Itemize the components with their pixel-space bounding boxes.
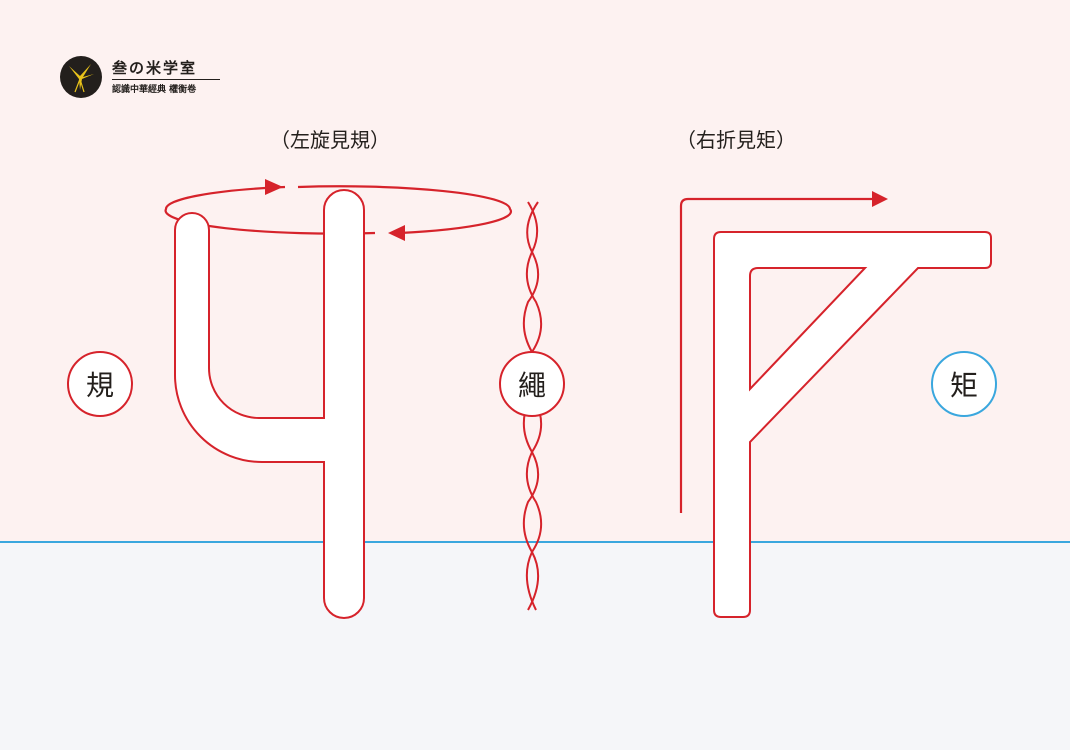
caption-right: （右折見矩） <box>676 128 796 152</box>
logo: 叁の米学室 認識中華經典 權衡卷 <box>60 56 230 100</box>
logo-divider <box>112 79 220 80</box>
label-gui: 規 <box>67 351 133 417</box>
caption-left: （左旋見規） <box>270 128 390 152</box>
right-angle-arrow-icon <box>679 191 888 513</box>
horizon-line <box>0 541 1070 543</box>
compass-tool-icon <box>174 189 365 619</box>
label-ju: 矩 <box>931 351 997 417</box>
carpenter-square-icon <box>713 231 992 618</box>
rotation-arrow-icon <box>164 179 513 241</box>
label-sheng: 繩 <box>499 351 565 417</box>
logo-subtitle: 認識中華經典 權衡卷 <box>112 85 197 95</box>
golden-bird-icon <box>60 56 102 98</box>
logo-title: 叁の米学室 <box>112 59 198 77</box>
